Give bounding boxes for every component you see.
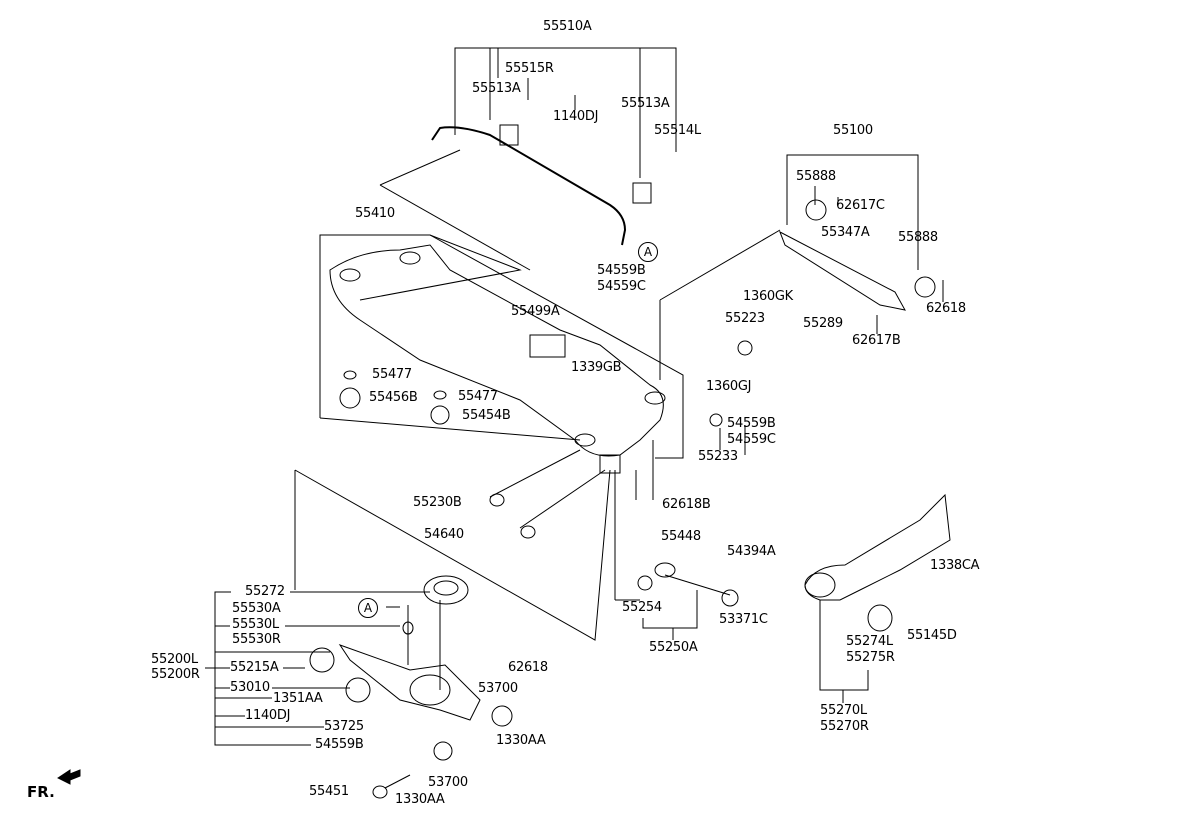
part-label: 55100 [833, 123, 873, 138]
part-label: 54394A [727, 544, 776, 559]
part-label: 55272 [245, 584, 285, 599]
part-label: 55200R [151, 667, 200, 682]
part-label: 55513A [472, 81, 521, 96]
reference-marker-a: A [358, 598, 378, 618]
part-label: 62617B [852, 333, 901, 348]
part-label: 53700 [428, 775, 468, 790]
part-label: 55514L [654, 123, 701, 138]
part-label: 55254 [622, 600, 662, 615]
part-label: 54559B [315, 737, 364, 752]
part-label: 62618 [926, 301, 966, 316]
part-label: 55530A [232, 601, 281, 616]
control-arms [338, 230, 951, 721]
part-label: 55270R [820, 719, 869, 734]
part-label: 54640 [424, 527, 464, 542]
part-label: 55513A [621, 96, 670, 111]
part-label: 55510A [543, 19, 592, 34]
part-label: 55456B [369, 390, 418, 405]
part-label: 55410 [355, 206, 395, 221]
part-label: 1330AA [496, 733, 546, 748]
part-label: 54559C [597, 279, 646, 294]
part-label: 55499A [511, 304, 560, 319]
part-label: 55530R [232, 632, 281, 647]
part-label: 1351AA [273, 691, 323, 706]
part-label: 55515R [505, 61, 554, 76]
part-label: 1360GJ [706, 379, 752, 394]
part-label: 55347A [821, 225, 870, 240]
part-label: 54559B [727, 416, 776, 431]
part-label: 55275R [846, 650, 895, 665]
stabilizer-bar [431, 126, 627, 246]
part-label: 55145D [907, 628, 957, 643]
part-label: 55477 [458, 389, 498, 404]
part-label: 55289 [803, 316, 843, 331]
front-direction-label: FR. [27, 783, 55, 801]
part-label: 54559B [597, 263, 646, 278]
part-label: 55230B [413, 495, 462, 510]
part-label: 1330AA [395, 792, 445, 807]
part-label: 1338CA [930, 558, 980, 573]
part-label: 62618B [662, 497, 711, 512]
fr-arrow-icon [57, 769, 81, 785]
part-label: 55215A [230, 660, 279, 675]
leader-lines [205, 47, 944, 746]
part-label: 55477 [372, 367, 412, 382]
part-label: 54559C [727, 432, 776, 447]
part-label: 53700 [478, 681, 518, 696]
part-label: 55200L [151, 652, 198, 667]
bushings [309, 124, 936, 799]
part-label: 55454B [462, 408, 511, 423]
part-label: 55530L [232, 617, 279, 632]
part-label: 55448 [661, 529, 701, 544]
part-label: 55270L [820, 703, 867, 718]
part-label: 55888 [898, 230, 938, 245]
part-label: 55223 [725, 311, 765, 326]
part-label: 1140DJ [553, 109, 599, 124]
part-label: 53010 [230, 680, 270, 695]
reference-marker-a: A [638, 242, 658, 262]
part-label: 1140DJ [245, 708, 291, 723]
part-label: 55274L [846, 634, 893, 649]
part-label: 55888 [796, 169, 836, 184]
part-label: 55233 [698, 449, 738, 464]
part-label: 55451 [309, 784, 349, 799]
part-label: 1360GK [743, 289, 793, 304]
part-label: 1339GB [571, 360, 622, 375]
part-label: 62618 [508, 660, 548, 675]
part-label: 55250A [649, 640, 698, 655]
part-label: 62617C [836, 198, 885, 213]
part-label: 53725 [324, 719, 364, 734]
subframe [329, 244, 666, 474]
part-label: 53371C [719, 612, 768, 627]
